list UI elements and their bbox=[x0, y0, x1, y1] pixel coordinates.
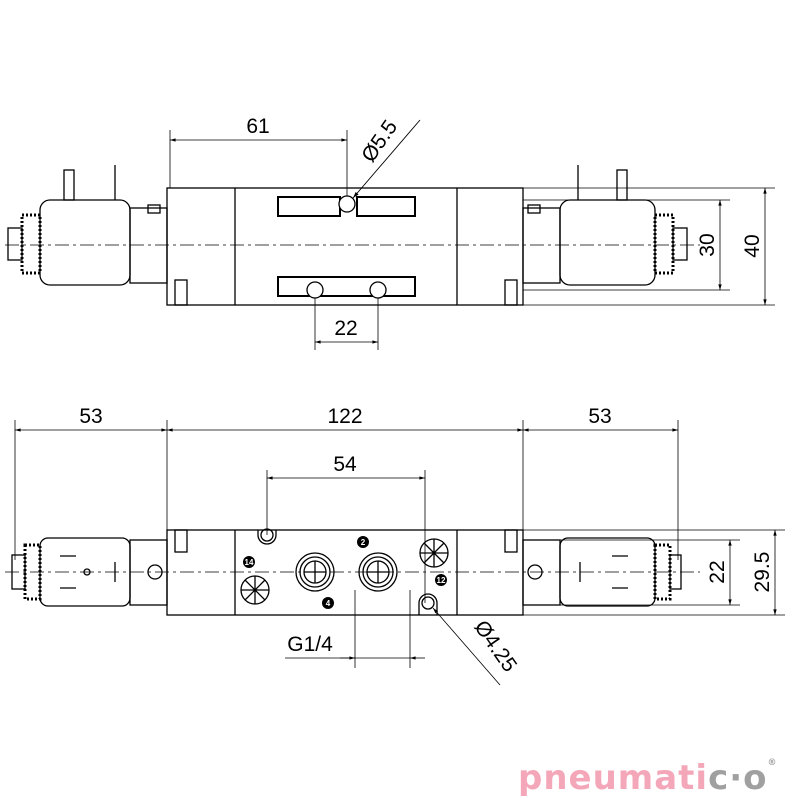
port-label-4: 4 bbox=[326, 599, 331, 608]
dim-22-top: 22 bbox=[334, 317, 357, 340]
valve-body bbox=[166, 529, 524, 616]
logo-text-gray: c·o bbox=[708, 758, 768, 798]
port-label-14: 14 bbox=[245, 558, 254, 567]
pneumatico-logo: pneumatic·o® bbox=[518, 758, 778, 798]
dim-122: 122 bbox=[327, 405, 362, 428]
right-solenoid-coil bbox=[522, 165, 688, 286]
dim-29-5: 29.5 bbox=[751, 552, 774, 593]
exhaust-port-left bbox=[240, 575, 270, 605]
left-solenoid-coil bbox=[11, 537, 168, 607]
port-label-2: 2 bbox=[361, 538, 366, 547]
dim-22-front: 22 bbox=[706, 560, 729, 583]
dim-mount-hole: Ø4.25 bbox=[469, 616, 521, 676]
left-solenoid-coil bbox=[7, 165, 168, 286]
port-2 bbox=[358, 552, 398, 592]
logo-text-pink: pneumati bbox=[518, 758, 709, 798]
dim-54: 54 bbox=[333, 453, 357, 476]
dim-53-right: 53 bbox=[588, 405, 611, 428]
front-view bbox=[5, 420, 785, 686]
top-view bbox=[5, 119, 775, 350]
dim-hole-dia: Ø5.5 bbox=[357, 116, 402, 166]
port-label-badges: 2 14 4 12 bbox=[243, 536, 447, 609]
dim-30: 30 bbox=[696, 233, 719, 256]
exhaust-port-right bbox=[419, 538, 449, 568]
dim-40: 40 bbox=[741, 234, 764, 257]
dim-61: 61 bbox=[246, 115, 269, 138]
port-label-12: 12 bbox=[437, 576, 446, 585]
dim-thread: G1/4 bbox=[287, 633, 333, 656]
registered-mark: ® bbox=[767, 758, 778, 768]
dim-53-left: 53 bbox=[79, 405, 102, 428]
port-4 bbox=[295, 552, 335, 592]
